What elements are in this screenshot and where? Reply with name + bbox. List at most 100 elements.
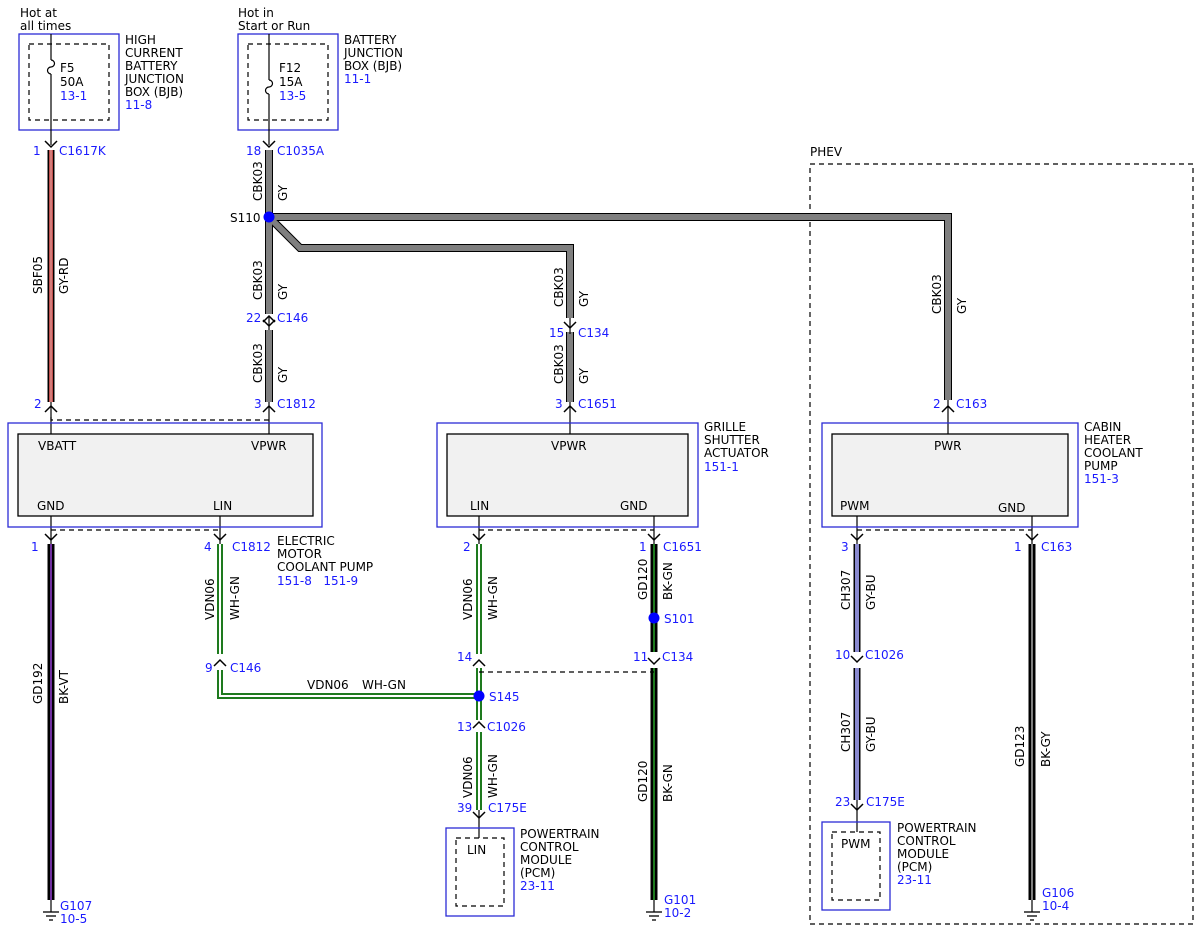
- splice-s145-label: S145: [489, 690, 520, 704]
- hot-at-all-times-line2: all times: [20, 19, 71, 33]
- c1812-lin-name: C1812: [232, 540, 271, 554]
- module-cabin-heater-coolant-pump: PWR PWM GND: [821, 422, 1079, 528]
- wire-vdn06: [217, 544, 482, 810]
- emcp-name-1: ELECTRIC: [277, 534, 335, 548]
- cbk03-color-5: GY: [577, 367, 591, 384]
- vdn06-color-1: WH-GN: [228, 576, 242, 620]
- c146-bot-pin: 9: [205, 661, 213, 675]
- splice-s101-label: S101: [664, 612, 695, 626]
- connector-labels: 1 C1617K 18 C1035A 22 C146 2 3 C1812 15 …: [31, 144, 1072, 815]
- f5-box-label-4: JUNCTION: [124, 72, 184, 86]
- fuse-f5-box: F5 50A 13-1: [18, 33, 120, 145]
- chcp-pin-gnd: GND: [998, 501, 1026, 515]
- ch307-color-2: GY-BU: [864, 716, 878, 752]
- f5-box-ref: 11-8: [125, 98, 152, 112]
- pcm-lin-ref: 23-11: [520, 879, 555, 893]
- c146-bot-name: C146: [230, 661, 261, 675]
- emcp-name-2: MOTOR: [277, 547, 322, 561]
- fuse-f12-name: F12: [279, 61, 301, 75]
- gd120-color-1: BK-GN: [661, 562, 675, 600]
- cbk03-color-2: GY: [276, 283, 290, 300]
- pcm-lin-name-1: POWERTRAIN: [520, 827, 600, 841]
- c134-top-name: C134: [578, 326, 609, 340]
- hot-at-all-times-line1: Hot at: [20, 6, 57, 20]
- connector-dash-links: [50, 417, 1032, 673]
- emcp-gnd-pin: 1: [31, 540, 39, 554]
- vdn06-circuit-h: VDN06: [307, 678, 349, 692]
- module-pcm-lin: LIN: [445, 827, 515, 917]
- module-grille-shutter-actuator: VPWR LIN GND: [436, 422, 699, 528]
- fuse-f5-ref: 13-1: [60, 89, 87, 103]
- vdn06-circuit-2: VDN06: [461, 578, 475, 620]
- gsa-pin-lin: LIN: [470, 499, 489, 513]
- c134-top-pin: 15: [549, 326, 564, 340]
- c1035a-pin: 18: [246, 144, 261, 158]
- cbk03-circuit-5: CBK03: [552, 344, 566, 384]
- sbf05-circuit: SBF05: [31, 256, 45, 294]
- c1651-bot-name: C1651: [663, 540, 702, 554]
- c1651-top-pin: 3: [555, 397, 563, 411]
- f12-box-label-3: BOX (BJB): [344, 59, 402, 73]
- pcm-pwm-pin: PWM: [841, 837, 870, 851]
- sbf05-color: GY-RD: [57, 257, 71, 294]
- c1651-bot-pin: 1: [639, 540, 647, 554]
- emcp-pin-gnd: GND: [37, 499, 65, 513]
- c1026-pwm-pin: 10: [835, 648, 850, 662]
- pcm-lin-pin: LIN: [467, 843, 486, 857]
- c175e-pwm-pin: 23: [835, 795, 850, 809]
- gsa-name-2: SHUTTER: [704, 433, 760, 447]
- pcm-pwm-ref: 23-11: [897, 873, 932, 887]
- emcp-pin-lin: LIN: [213, 499, 232, 513]
- g101-ref: 10-2: [664, 906, 691, 920]
- c1035a-name: C1035A: [277, 144, 325, 158]
- c175e-lin-pin: 39: [457, 801, 472, 815]
- cbk03-circuit-1: CBK03: [251, 161, 265, 201]
- c1812-lin-pin: 4: [204, 540, 212, 554]
- pcm-pwm-name-2: CONTROL: [897, 834, 956, 848]
- chcp-name-4: PUMP: [1084, 459, 1118, 473]
- c134-gnd-pin: 11: [633, 650, 648, 664]
- phev-region: [809, 163, 1194, 925]
- hot-in-start-run-line2: Start or Run: [238, 19, 310, 33]
- gd123-color: BK-GY: [1039, 731, 1053, 767]
- vdn06-circuit-3: VDN06: [461, 756, 475, 798]
- c163-gnd-pin: 1: [1014, 540, 1022, 554]
- c146-top-name: C146: [277, 311, 308, 325]
- c1812-vbatt-pin: 2: [34, 397, 42, 411]
- fuse-f5-name: F5: [60, 61, 75, 75]
- cbk03-circuit-2: CBK03: [251, 260, 265, 300]
- vdn06-color-3: WH-GN: [486, 754, 500, 798]
- gd192-circuit: GD192: [31, 663, 45, 704]
- wire-cbk03-main: [265, 150, 952, 402]
- ground-symbols: [43, 911, 1040, 921]
- g101-name: G101: [664, 893, 696, 907]
- gsa-ref: 151-1: [704, 460, 739, 474]
- splice-s110-label: S110: [230, 211, 261, 225]
- cbk03-color-4: GY: [577, 290, 591, 307]
- pcm-pwm-name-1: POWERTRAIN: [897, 821, 977, 835]
- fuse-f12-ref: 13-5: [279, 89, 306, 103]
- wire-labels: SBF05 GY-RD CBK03 GY CBK03 GY CBK03 GY C…: [31, 161, 1053, 802]
- c1651-top-name: C1651: [578, 397, 617, 411]
- c1026-lin-pin: 13: [457, 720, 472, 734]
- emcp-name-3: COOLANT PUMP: [277, 560, 373, 574]
- chcp-name-3: COOLANT: [1084, 446, 1143, 460]
- g106-name: G106: [1042, 886, 1074, 900]
- hot-in-start-run-line1: Hot in: [238, 6, 274, 20]
- pcm-lin-name-4: (PCM): [520, 866, 555, 880]
- c163-gnd-name: C163: [1041, 540, 1072, 554]
- gd192-color: BK-VT: [57, 669, 71, 704]
- c175e-pwm-name: C175E: [866, 795, 905, 809]
- chcp-pin-pwm: PWM: [840, 499, 869, 513]
- g106-ref: 10-4: [1042, 899, 1069, 913]
- vdn06-circuit-1: VDN06: [203, 578, 217, 620]
- c134-lin-pin: 14: [457, 650, 472, 664]
- gd120-circuit-2: GD120: [636, 761, 650, 802]
- cbk03-color-3: GY: [276, 366, 290, 383]
- c146-top-pin: 22: [246, 311, 261, 325]
- c134-gnd-name: C134: [662, 650, 693, 664]
- vdn06-color-h: WH-GN: [362, 678, 406, 692]
- cbk03-circuit-3: CBK03: [251, 343, 265, 383]
- cbk03-color-1: GY: [276, 184, 290, 201]
